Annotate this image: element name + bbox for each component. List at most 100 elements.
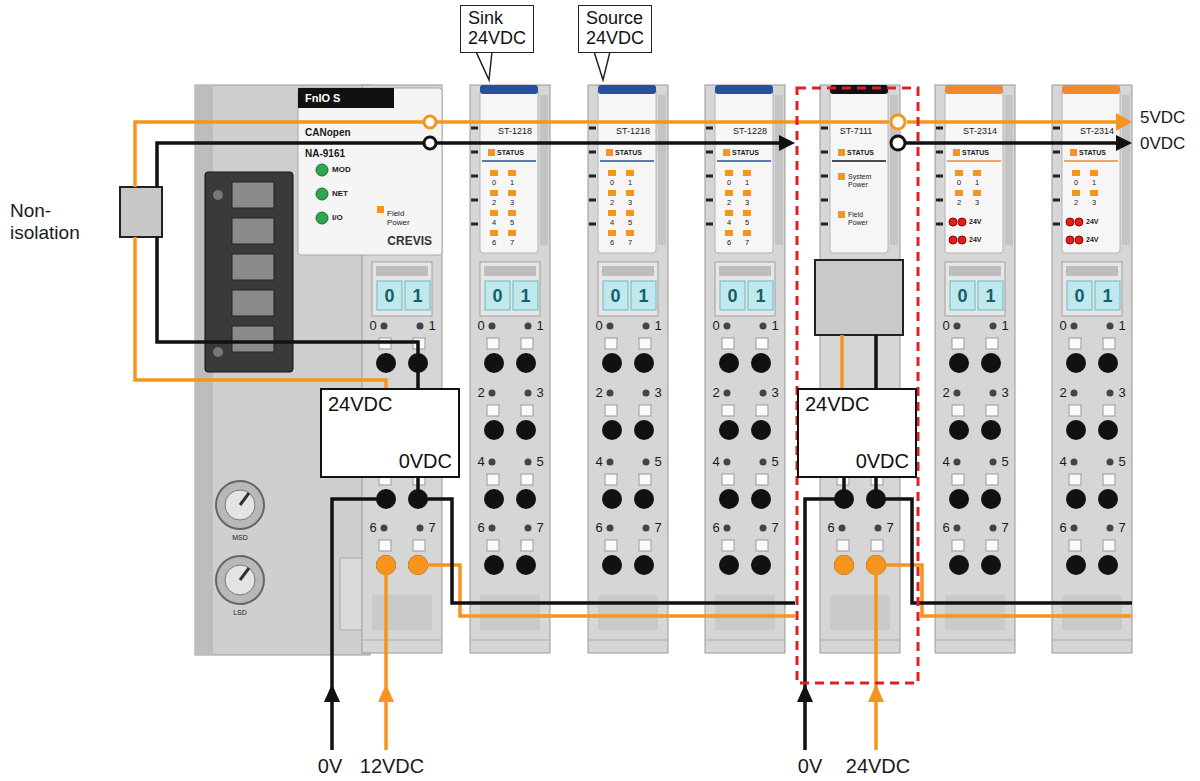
led-label: 24V bbox=[1086, 236, 1098, 244]
terminal-number-slot: 6 bbox=[827, 521, 834, 536]
led-number-slot: 1 bbox=[510, 179, 514, 188]
system-ground-bus bbox=[436, 141, 781, 145]
io-module bbox=[470, 85, 550, 653]
terminal-number-slot: 1 bbox=[1001, 319, 1008, 334]
address-digit: 1 bbox=[985, 286, 995, 307]
status-label: STATUS bbox=[962, 149, 989, 157]
led-number-slot: 4 bbox=[492, 219, 496, 228]
led-number: 7 bbox=[628, 239, 632, 248]
screw bbox=[213, 347, 223, 357]
status-rule bbox=[717, 160, 771, 162]
field-power-rail bbox=[876, 565, 1132, 616]
module-body bbox=[820, 85, 900, 653]
orange-wires bbox=[135, 122, 1132, 750]
terminal-hole bbox=[376, 555, 396, 575]
connector-pin bbox=[232, 218, 274, 244]
terminal-number: 0 bbox=[942, 319, 949, 334]
voltage-label: 5VDC bbox=[1140, 108, 1185, 128]
module-name-slot: ST-2314 bbox=[1080, 126, 1114, 136]
brand-logo: CREVIS bbox=[387, 235, 432, 249]
supply-label: 0V bbox=[798, 755, 822, 778]
terminal-number: 7 bbox=[886, 521, 893, 536]
network-adapter bbox=[195, 85, 442, 655]
highlight-frame bbox=[797, 88, 918, 683]
voltage-label: 0VDC bbox=[399, 450, 452, 473]
address-digit: 0 bbox=[492, 286, 502, 307]
led-number: 1 bbox=[1092, 179, 1096, 188]
field-ground-rail bbox=[418, 478, 795, 603]
connector-pin bbox=[232, 182, 274, 208]
terminal-number: 5 bbox=[654, 455, 661, 470]
status-label: STATUS bbox=[732, 149, 759, 157]
terminal-number-slot: 2 bbox=[595, 386, 602, 401]
bus-node bbox=[891, 136, 905, 150]
terminal-number-slot: 2 bbox=[712, 386, 719, 401]
terminal-number: 7 bbox=[1001, 521, 1008, 536]
led-label-slot: Field Power bbox=[848, 211, 868, 227]
led-block bbox=[1066, 170, 1098, 244]
voltage-label: 24VDC bbox=[328, 393, 392, 416]
module-name-slot: ST-7111 bbox=[840, 126, 873, 136]
terminal-number-slot: 3 bbox=[771, 386, 778, 401]
led-number-slot: 5 bbox=[745, 219, 749, 228]
switch-label-slot: LSD bbox=[233, 609, 247, 617]
status-label-slot: STATUS bbox=[732, 149, 759, 157]
module-name: ST-7111 bbox=[840, 126, 873, 136]
terminal-number-slot: 2 bbox=[942, 386, 949, 401]
terminal-number-slot: 0 bbox=[369, 319, 376, 334]
module-name-slot: ST-1218 bbox=[616, 126, 650, 136]
led-number-slot: 7 bbox=[745, 239, 749, 248]
address-digit: 1 bbox=[1102, 286, 1112, 307]
terminal-number: 1 bbox=[1118, 319, 1125, 334]
led-number-slot: 5 bbox=[628, 219, 632, 228]
module-body bbox=[935, 85, 1015, 653]
led-number-slot: 2 bbox=[1074, 199, 1078, 208]
terminal-number: 7 bbox=[428, 521, 435, 536]
model-name: CANopen bbox=[305, 127, 351, 139]
led-label-slot: MOD bbox=[332, 165, 351, 174]
led-label: Field Power bbox=[387, 209, 410, 227]
led-number: 0 bbox=[610, 179, 614, 188]
led-number: 1 bbox=[975, 179, 979, 188]
wire bbox=[840, 335, 844, 388]
rotary-switch bbox=[216, 556, 264, 604]
led-number-slot: 2 bbox=[727, 199, 731, 208]
module-body bbox=[705, 85, 785, 653]
terminal-number: 1 bbox=[428, 319, 435, 334]
led-number: 3 bbox=[510, 199, 514, 208]
terminal-number: 4 bbox=[595, 455, 602, 470]
led-number: 0 bbox=[727, 179, 731, 188]
module-cap bbox=[945, 85, 1003, 94]
led-label-slot: 24V bbox=[969, 218, 981, 226]
brand-logo-slot: CREVIS bbox=[387, 235, 432, 249]
terminal-number: 2 bbox=[712, 386, 719, 401]
terminal-number: 5 bbox=[771, 455, 778, 470]
led-number: 4 bbox=[610, 219, 614, 228]
io-module bbox=[1052, 85, 1132, 653]
address-digit-slot: 0 bbox=[957, 286, 967, 307]
address-digit-slot: 1 bbox=[1102, 286, 1112, 307]
terminal-number: 7 bbox=[771, 521, 778, 536]
model-name-slot: NA-9161 bbox=[305, 148, 345, 160]
callout-text: Sink 24VDC bbox=[468, 9, 526, 49]
terminal-number-slot: 3 bbox=[536, 386, 543, 401]
arrowhead bbox=[797, 684, 813, 702]
terminal-number: 3 bbox=[771, 386, 778, 401]
bus-node bbox=[891, 115, 905, 129]
led-block bbox=[490, 170, 516, 236]
terminal-number: 4 bbox=[942, 455, 949, 470]
led-number: 5 bbox=[510, 219, 514, 228]
led-label-slot: System Power bbox=[848, 173, 871, 189]
terminal-number-slot: 0 bbox=[477, 319, 484, 334]
address-digit: 0 bbox=[1074, 286, 1084, 307]
led-number-slot: 1 bbox=[975, 179, 979, 188]
terminal-number-slot: 4 bbox=[477, 455, 484, 470]
callout-box: Source 24VDC bbox=[578, 5, 652, 53]
led-label: Field Power bbox=[848, 211, 868, 227]
address-digit-slot: 0 bbox=[727, 286, 737, 307]
terminal-number-slot: 3 bbox=[1118, 386, 1125, 401]
module-name-slot: ST-1228 bbox=[733, 126, 767, 136]
connector-pin bbox=[232, 254, 274, 280]
terminal-number-slot: 6 bbox=[712, 521, 719, 536]
